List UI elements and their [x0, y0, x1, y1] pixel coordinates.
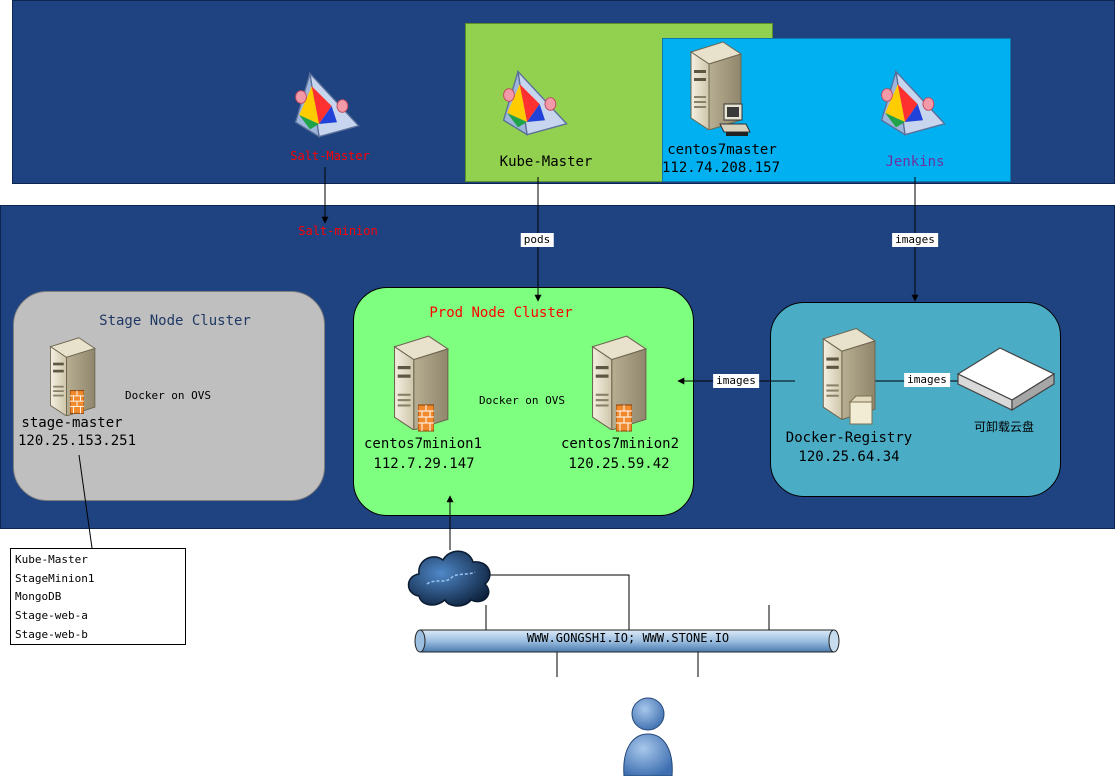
- document-icon: [848, 395, 873, 425]
- minion1-ip: 112.7.29.147: [373, 456, 475, 472]
- disk-icon: [956, 347, 1056, 412]
- jenkins-images-tag: images: [892, 233, 938, 247]
- stage-cluster-title: Stage Node Cluster: [99, 313, 251, 329]
- stage-host-ip: 120.25.153.251: [17, 433, 137, 449]
- network-pipe: [414, 629, 840, 653]
- minion2-ip: 120.25.59.42: [568, 456, 670, 472]
- registry-name: Docker-Registry: [785, 430, 913, 446]
- centos-master-name: centos7master: [667, 142, 777, 158]
- stage-docker-label: Docker on OVS: [124, 389, 212, 402]
- salt-icon: [294, 72, 360, 138]
- prod-cluster-title: Prod Node Cluster: [429, 305, 573, 321]
- disk-images-tag: images: [904, 373, 950, 387]
- firewall-icon: [418, 404, 434, 432]
- kube-icon: [502, 70, 568, 136]
- list-item: Stage-web-b: [15, 627, 88, 641]
- salt-master-label: Salt-Master: [290, 149, 370, 163]
- disk-label: 可卸载云盘: [973, 420, 1035, 434]
- network-label: WWW.GONGSHI.IO; WWW.STONE.IO: [526, 631, 730, 645]
- centos-master-ip: 112.74.208.157: [661, 160, 781, 176]
- jenkins-icon: [880, 70, 946, 136]
- cloud-to-pipe-line: [486, 574, 630, 630]
- stage-host-name: stage-master: [21, 415, 123, 431]
- pods-edge-tag: pods: [520, 233, 554, 247]
- salt-minion-label: Salt-minion: [298, 224, 378, 238]
- jenkins-label: Jenkins: [885, 154, 945, 170]
- list-item: Stage-web-a: [15, 609, 88, 623]
- list-item: MongoDB: [15, 590, 62, 604]
- minion2-name: centos7minion2: [560, 436, 680, 452]
- stage-notes-list: Kube-Master StageMinion1 MongoDB Stage-w…: [10, 548, 186, 645]
- list-item: StageMinion1: [15, 571, 95, 585]
- minion1-name: centos7minion1: [363, 436, 483, 452]
- kube-master-label: Kube-Master: [499, 154, 593, 170]
- registry-images-tag: images: [713, 374, 759, 388]
- registry-ip: 120.25.64.34: [798, 449, 900, 465]
- cloud-icon: [407, 550, 491, 607]
- workstation-icon: [719, 103, 751, 136]
- firewall-icon: [616, 404, 632, 432]
- prod-docker-label: Docker on OVS: [478, 394, 566, 407]
- list-item: Kube-Master: [15, 553, 88, 566]
- firewall-icon: [70, 390, 84, 414]
- stage-to-notes-line: [78, 454, 93, 549]
- user-icon: [623, 697, 673, 776]
